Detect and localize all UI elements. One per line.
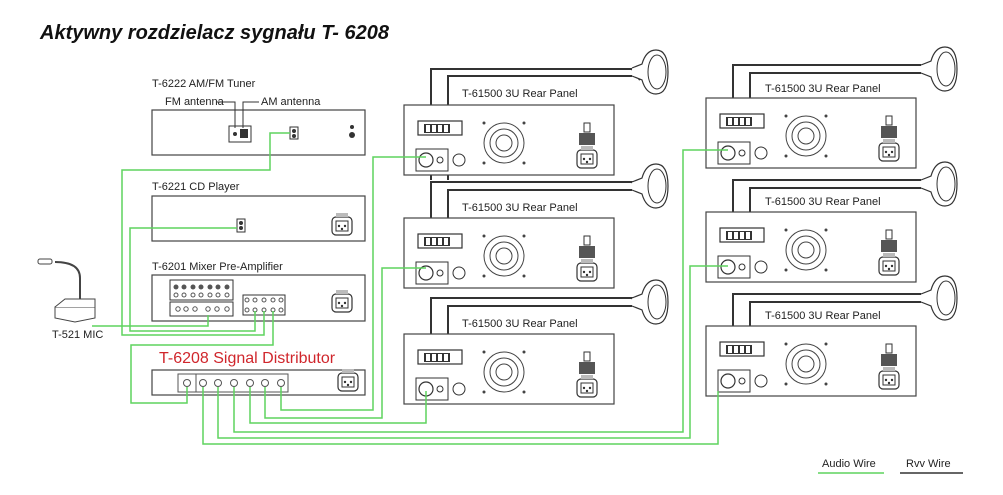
speaker-icon bbox=[631, 49, 669, 95]
amplifier-label: T-61500 3U Rear Panel bbox=[765, 310, 881, 322]
fm-antenna-label: FM antenna bbox=[165, 96, 224, 108]
cd-player-label: T-6221 CD Player bbox=[152, 181, 240, 193]
distributor-label: T-6208 Signal Distributor bbox=[159, 350, 336, 367]
speaker-icon bbox=[920, 161, 958, 207]
am-antenna-label: AM antenna bbox=[261, 96, 321, 108]
distributor-device bbox=[151, 368, 366, 396]
amplifier-label: T-61500 3U Rear Panel bbox=[462, 88, 578, 100]
speaker-icon bbox=[920, 275, 958, 321]
amplifier-panel-6 bbox=[706, 326, 916, 396]
speaker-icon bbox=[631, 163, 669, 209]
amplifier-panel-5 bbox=[706, 212, 916, 282]
tuner-device bbox=[151, 101, 366, 156]
speaker-icon bbox=[631, 279, 669, 325]
amplifier-panel-1 bbox=[404, 105, 614, 175]
mixer-device bbox=[151, 274, 366, 322]
amplifier-panel-4 bbox=[706, 98, 916, 168]
amplifier-label: T-61500 3U Rear Panel bbox=[462, 318, 578, 330]
amplifier-label: T-61500 3U Rear Panel bbox=[765, 83, 881, 95]
amplifier-label: T-61500 3U Rear Panel bbox=[462, 202, 578, 214]
legend-audio-wire: Audio Wire bbox=[822, 458, 876, 470]
audio-wires bbox=[92, 132, 728, 445]
legend-rvv-wire: Rvv Wire bbox=[906, 458, 951, 470]
amplifier-panel-3 bbox=[404, 334, 614, 404]
page-title: Aktywny rozdzielacz sygnału T- 6208 bbox=[40, 22, 390, 44]
tuner-label: T-6222 AM/FM Tuner bbox=[152, 78, 256, 90]
cd-player-device bbox=[151, 195, 366, 242]
mixer-label: T-6201 Mixer Pre-Amplifier bbox=[152, 261, 283, 273]
amplifier-panel-2 bbox=[404, 218, 614, 288]
mic-label: T-521 MIC bbox=[52, 329, 104, 341]
speaker-icon bbox=[920, 46, 958, 92]
microphone-icon bbox=[37, 258, 96, 323]
amplifier-label: T-61500 3U Rear Panel bbox=[765, 196, 881, 208]
